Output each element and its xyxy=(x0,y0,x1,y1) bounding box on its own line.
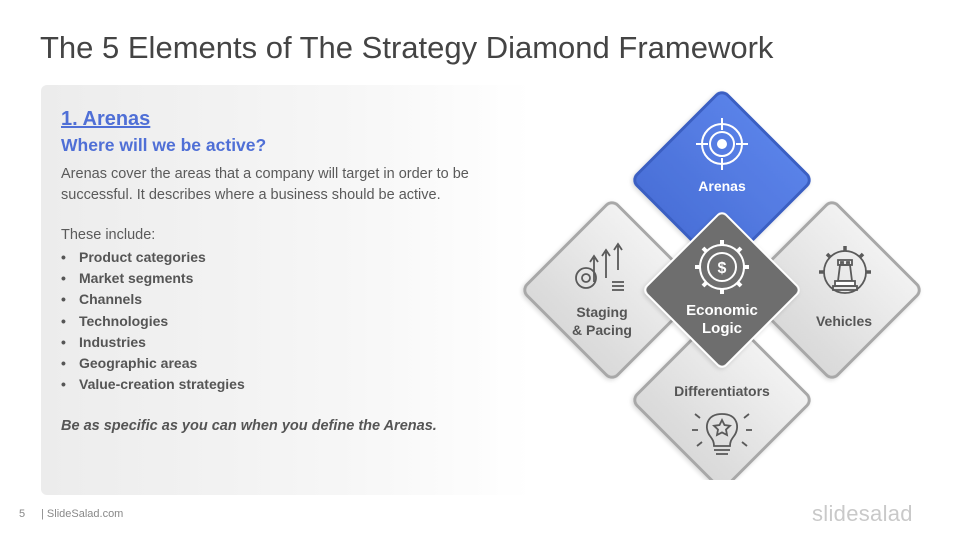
diamond-right-tile[interactable] xyxy=(741,199,922,380)
bullet-item: Channels xyxy=(61,289,245,310)
dollar-gear-icon: $ xyxy=(695,240,749,294)
diamond-top-tile[interactable] xyxy=(631,89,812,270)
section-description: Arenas cover the areas that a company wi… xyxy=(61,166,469,203)
diamond-right-label: Vehicles xyxy=(815,313,873,329)
diamond-center-label-line2: Logic xyxy=(702,320,742,337)
footer-site: | SlideSalad.com xyxy=(41,508,124,520)
diamond-left-label-line1: Staging xyxy=(576,304,628,320)
chess-gear-icon xyxy=(819,246,871,294)
slide-title: The 5 Elements of The Strategy Diamond F… xyxy=(40,30,774,65)
lightbulb-star-icon xyxy=(692,413,752,455)
include-label: These include: xyxy=(61,227,156,243)
bullet-item: Value-creation strategies xyxy=(61,374,245,395)
bullet-item: Industries xyxy=(61,332,245,353)
diamond-bottom-tile[interactable] xyxy=(631,309,812,480)
bullet-item: Market segments xyxy=(61,268,245,289)
brand-logo: slidesalad xyxy=(812,501,913,526)
diamond-left-label: Staging & Pacing xyxy=(562,303,642,339)
target-icon xyxy=(696,118,748,170)
diamond-center-label-line1: Economic xyxy=(686,302,758,319)
section-note: Be as specific as you can when you defin… xyxy=(61,418,437,434)
page-number: 5 xyxy=(19,508,26,520)
bullet-list: Product categories Market segments Chann… xyxy=(61,247,245,396)
bullet-item: Technologies xyxy=(61,311,245,332)
bullet-item: Geographic areas xyxy=(61,353,245,374)
svg-text:$: $ xyxy=(718,260,727,277)
growth-arrows-gear-icon xyxy=(575,242,624,291)
section-subheading: Where will we be active? xyxy=(61,135,267,155)
diamond-graphic: $ xyxy=(523,89,922,480)
strategy-diamond: $ xyxy=(500,80,940,480)
diamond-left-label-line2: & Pacing xyxy=(572,322,632,338)
bullet-item: Product categories xyxy=(61,247,245,268)
diamond-top-label: Arenas xyxy=(698,178,746,194)
section-heading: 1. Arenas xyxy=(61,108,151,130)
diamond-center-label: Economic Logic xyxy=(672,302,772,338)
diamond-bottom-label: Differentiators xyxy=(674,383,770,399)
